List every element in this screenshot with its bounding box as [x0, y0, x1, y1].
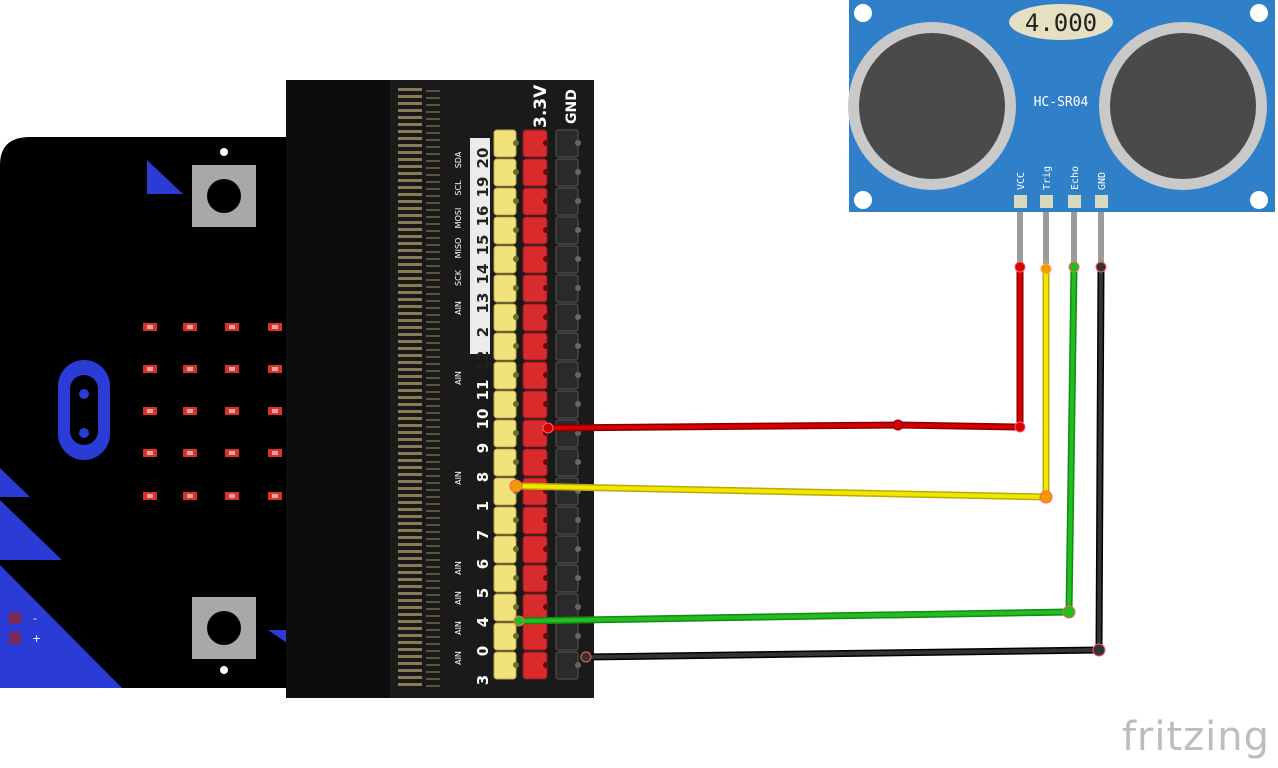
edge-connector [398, 88, 440, 687]
minus-label: - [33, 612, 37, 625]
plus-label: + [32, 632, 41, 645]
corner-triangle-icon [147, 160, 183, 194]
pin-number-label: 15 [474, 235, 492, 256]
fritzing-watermark: fritzing [1121, 714, 1270, 760]
right-transducer [1099, 22, 1267, 190]
button-b[interactable] [192, 597, 256, 674]
led-matrix [143, 323, 282, 500]
pin-number-label: 9 [474, 443, 492, 453]
sensor-pin-label: Echo [1070, 166, 1081, 190]
pin-number-label: 8 [474, 472, 492, 482]
pin-number-label: 19 [474, 177, 492, 198]
breakout-board: 20 19 16 15 14 13 2 12 11 10 9 8 1 7 6 5 4 0 3 SDA SCL MOSI M… [286, 80, 594, 698]
pin-function-label: AIN [454, 471, 463, 485]
pin-number-label: 4 [474, 617, 492, 627]
microbit-logo-icon [58, 360, 110, 460]
pin-number-label: 12 [474, 351, 492, 372]
microbit-board: - + [0, 137, 300, 688]
rail-label-3v3: 3.3V [531, 84, 551, 128]
pin-number-label: 1 [474, 501, 492, 511]
sensor-pin-label: Trig [1042, 166, 1053, 190]
pin-function-label: AIN [454, 651, 463, 665]
crystal-oscillator [1009, 4, 1113, 40]
wire-vcc [547, 267, 1024, 432]
pin-number-label: 3 [474, 675, 492, 685]
left-transducer [848, 22, 1016, 190]
pin-function-labels: SDA SCL MOSI MISO SCK AIN AIN AIN AIN AIN AIN AIN [454, 151, 463, 665]
pin-number-label: 11 [474, 380, 492, 401]
pin-number-label: 16 [474, 206, 492, 227]
crystal-display-text: 4.000 [1025, 9, 1097, 37]
pin-number-label: 14 [474, 264, 492, 285]
rail-label-gnd: GND [564, 89, 580, 124]
pin-number-label: 6 [474, 559, 492, 569]
wire-gnd [585, 266, 1105, 661]
pin-function-label: SCL [454, 180, 463, 196]
hc-sr04-sensor: 4.000 HC-SR04 VCC Trig Echo GND [848, 0, 1275, 264]
header-pins [493, 129, 581, 680]
pin-number-label: 10 [474, 409, 492, 430]
pin-function-label: SCK [454, 269, 463, 286]
sensor-pin-label: GND [1097, 172, 1108, 190]
pin-number-label: 5 [474, 588, 492, 598]
wires [509, 261, 1107, 663]
pin-number-label: 20 [474, 148, 492, 169]
pin-function-label: AIN [454, 621, 463, 635]
button-a[interactable] [192, 148, 256, 227]
pin-function-label: MISO [454, 238, 463, 259]
pin-number-labels: 20 19 16 15 14 13 2 12 11 10 9 8 1 7 6 5 4 0 3 [474, 148, 492, 686]
pin-number-label: 2 [474, 327, 492, 337]
pin-function-label: AIN [454, 301, 463, 315]
pin-number-label: 0 [474, 646, 492, 656]
sensor-pins: VCC Trig Echo GND [1014, 166, 1108, 264]
wire-echo [518, 266, 1078, 625]
pin-number-label: 13 [474, 293, 492, 314]
pin-function-label: AIN [454, 561, 463, 575]
pin-function-label: AIN [454, 591, 463, 605]
sensor-pin-label: VCC [1016, 172, 1027, 190]
sensor-model-label: HC-SR04 [1034, 95, 1089, 110]
wire-trig [515, 267, 1050, 501]
pin-function-label: MOSI [454, 208, 463, 229]
pin-function-label: AIN [454, 371, 463, 385]
pin-number-label: 7 [474, 530, 492, 540]
pin-function-label: SDA [454, 151, 463, 168]
